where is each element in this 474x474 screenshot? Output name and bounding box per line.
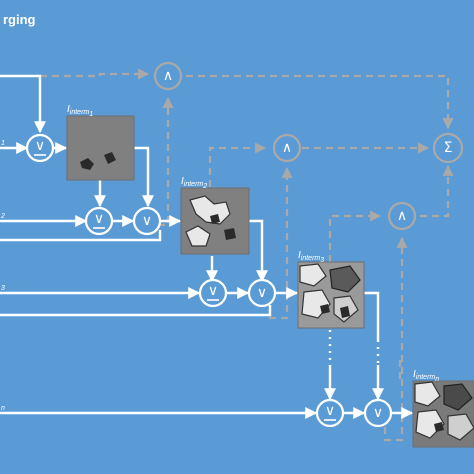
image-label-3: Iinterm3	[298, 250, 324, 264]
svg-text:∧: ∧	[282, 140, 292, 156]
image-label-n: Iintermn	[413, 369, 439, 383]
intermediate-image-1	[66, 115, 135, 181]
intermediate-image-2	[180, 187, 250, 255]
or-node-n: ∨	[363, 398, 393, 428]
or-underlined-node-1: ∨	[25, 133, 55, 163]
diagram-title: rging	[3, 12, 36, 27]
and-node-1: ∧	[153, 61, 183, 91]
input-label-3: 3	[1, 285, 5, 292]
or-underlined-node-3: ∨	[198, 278, 228, 308]
input-label-1: 1	[1, 140, 5, 147]
svg-text:∨: ∨	[373, 405, 383, 421]
or-node-3: ∨	[247, 278, 277, 308]
intermediate-image-3	[297, 261, 365, 329]
or-node-2: ∨	[132, 206, 162, 236]
input-labels: 1 2 3 n	[0, 140, 5, 412]
svg-text:∧: ∧	[163, 68, 173, 84]
and-node-3: ∧	[387, 201, 417, 231]
svg-text:Σ: Σ	[444, 140, 453, 156]
or-underlined-node-n: ∨	[315, 398, 345, 428]
solid-connections	[0, 74, 414, 419]
input-label-2: 2	[0, 213, 5, 220]
image-label-2: Iinterm2	[181, 176, 207, 190]
or-underlined-node-2: ∨	[84, 206, 114, 236]
sum-node: Σ	[432, 132, 464, 164]
svg-text:∨: ∨	[257, 285, 267, 301]
input-label-n: n	[1, 405, 5, 412]
intermediate-image-n	[412, 380, 474, 448]
svg-text:∨: ∨	[94, 211, 104, 227]
svg-text:∨: ∨	[35, 138, 45, 154]
svg-text:∨: ∨	[325, 403, 335, 419]
and-node-2: ∧	[272, 133, 302, 163]
image-label-1: Iinterm1	[67, 104, 93, 118]
svg-text:∨: ∨	[142, 213, 152, 229]
svg-text:∧: ∧	[397, 208, 407, 224]
svg-text:∨: ∨	[208, 283, 218, 299]
